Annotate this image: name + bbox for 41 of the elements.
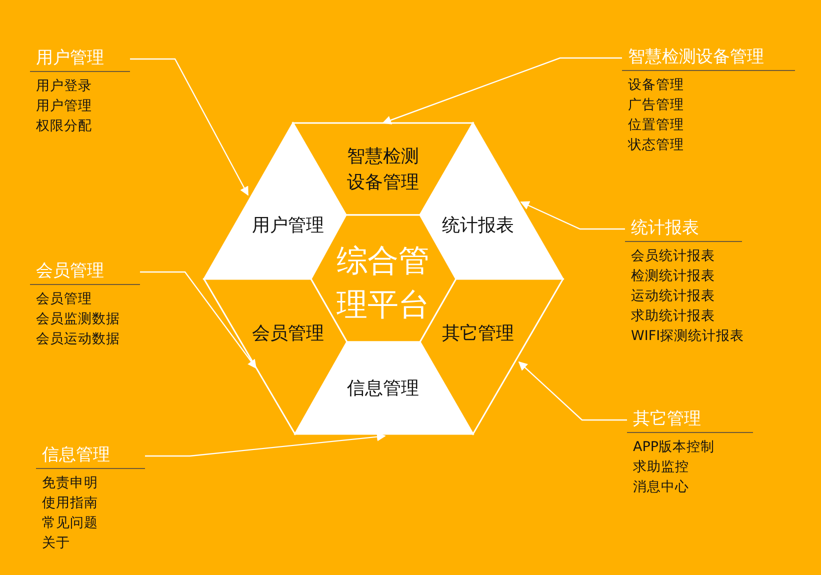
list-item: APP版本控制 xyxy=(632,438,716,457)
list-item: 求助统计报表 xyxy=(630,307,716,326)
list-item: 用户登录 xyxy=(35,77,93,96)
section-heading: 其它管理 xyxy=(627,408,753,433)
segment-label: 会员管理 xyxy=(251,322,325,346)
leader-arrow xyxy=(145,432,386,457)
section-heading: 统计报表 xyxy=(625,217,742,242)
segment-label: 智慧检测设备管理 xyxy=(346,145,420,195)
list-item: 会员运动数据 xyxy=(35,330,121,349)
leader-arrow xyxy=(130,58,249,196)
list-item: 使用指南 xyxy=(41,494,99,513)
section-heading: 用户管理 xyxy=(30,47,130,72)
list-item: 权限分配 xyxy=(35,117,93,136)
list-item: 状态管理 xyxy=(626,136,685,155)
list-item: 关于 xyxy=(41,534,71,553)
list-item: 免责申明 xyxy=(41,474,99,493)
leader-arrow xyxy=(140,271,257,369)
section-heading: 智慧检测设备管理 xyxy=(622,46,795,71)
list-item: 用户管理 xyxy=(35,97,93,116)
segment-label: 其它管理 xyxy=(441,322,515,346)
segment-label: 用户管理 xyxy=(251,214,325,238)
leader-arrow xyxy=(518,361,627,421)
leader-arrow xyxy=(520,201,625,230)
list-item: 常见问题 xyxy=(41,514,99,533)
list-item: 运动统计报表 xyxy=(630,287,716,306)
list-item: 消息中心 xyxy=(632,478,690,497)
list-item: 检测统计报表 xyxy=(630,267,716,286)
list-item: 会员统计报表 xyxy=(630,247,716,266)
list-item: 会员管理 xyxy=(35,290,93,309)
list-item: 会员监测数据 xyxy=(35,310,121,329)
center-title: 综合管理平台 xyxy=(336,242,430,325)
leader-arrow xyxy=(382,57,622,124)
section-heading: 信息管理 xyxy=(36,444,145,469)
list-item: 设备管理 xyxy=(627,76,685,95)
segment-label: 信息管理 xyxy=(346,377,420,401)
list-item: 广告管理 xyxy=(627,96,685,115)
list-item: 位置管理 xyxy=(627,116,685,135)
segment-label: 统计报表 xyxy=(441,214,515,238)
list-item: 求助监控 xyxy=(632,458,690,477)
list-item: WIFI探测统计报表 xyxy=(630,327,742,346)
section-heading: 会员管理 xyxy=(30,260,140,285)
